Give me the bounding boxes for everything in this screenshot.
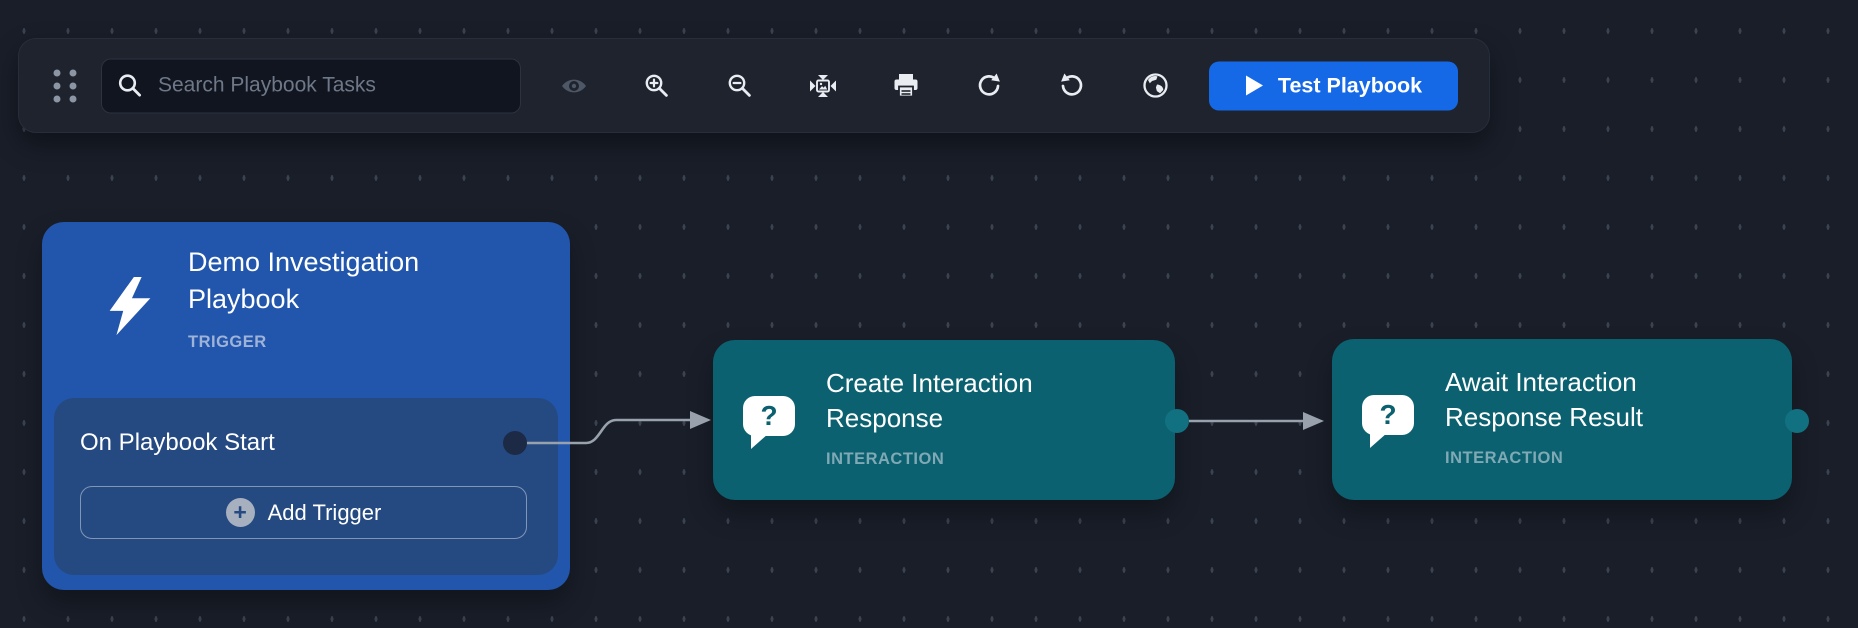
search-icon (118, 74, 142, 97)
fit-view-icon (810, 74, 836, 97)
plus-icon: + (225, 498, 255, 527)
question-bubble-icon: ? (1362, 395, 1414, 449)
playbook-toolbar: Test Playbook (18, 38, 1490, 133)
visibility-toggle-button[interactable] (552, 55, 596, 117)
add-trigger-label: Add Trigger (267, 499, 382, 525)
undo-icon (1061, 73, 1083, 96)
zoom-in-icon (645, 74, 668, 97)
action-node-text: Create Interaction Response INTERACTION (826, 366, 1126, 469)
node-title: Await Interaction Response Result (1445, 367, 1643, 432)
zoom-in-button[interactable] (635, 55, 679, 117)
node-trigger[interactable]: Demo Investigation Playbook TRIGGER On P… (42, 222, 570, 590)
zoom-out-icon (728, 74, 751, 97)
node-type-label: INTERACTION (1445, 449, 1564, 467)
trigger-node-text: Demo Investigation Playbook TRIGGER (188, 244, 488, 352)
play-icon (1245, 75, 1263, 96)
node-type-label: INTERACTION (826, 450, 945, 468)
on-playbook-start-label: On Playbook Start (80, 429, 275, 456)
web-view-button[interactable] (1133, 55, 1177, 117)
trigger-panel: On Playbook Start + Add Trigger (54, 398, 558, 575)
node-type-label: TRIGGER (188, 333, 267, 351)
node-create-interaction-response[interactable]: ? Create Interaction Response INTERACTIO… (713, 340, 1175, 500)
question-bubble-icon: ? (743, 396, 795, 450)
redo-button[interactable] (967, 55, 1011, 117)
action-node-text: Await Interaction Response Result INTERA… (1445, 365, 1745, 468)
lightning-bolt-icon (109, 276, 151, 336)
drag-handle-icon[interactable] (53, 69, 77, 102)
node-title: Create Interaction Response (826, 368, 1033, 433)
redo-icon (978, 73, 1000, 96)
search-box (101, 58, 521, 113)
print-button[interactable] (884, 55, 928, 117)
globe-icon (1142, 73, 1168, 98)
eye-icon (562, 79, 586, 92)
toolbar-icon-group (552, 39, 1177, 132)
search-input[interactable] (156, 72, 505, 99)
test-playbook-label: Test Playbook (1277, 73, 1423, 97)
test-playbook-button[interactable]: Test Playbook (1209, 61, 1458, 110)
fit-view-button[interactable] (801, 55, 845, 117)
node-await-interaction-response-result[interactable]: ? Await Interaction Response Result INTE… (1332, 339, 1792, 500)
node-title: Demo Investigation Playbook (188, 247, 420, 314)
zoom-out-button[interactable] (718, 55, 762, 117)
add-trigger-button[interactable]: + Add Trigger (80, 486, 527, 539)
undo-button[interactable] (1050, 55, 1094, 117)
print-icon (894, 74, 918, 98)
